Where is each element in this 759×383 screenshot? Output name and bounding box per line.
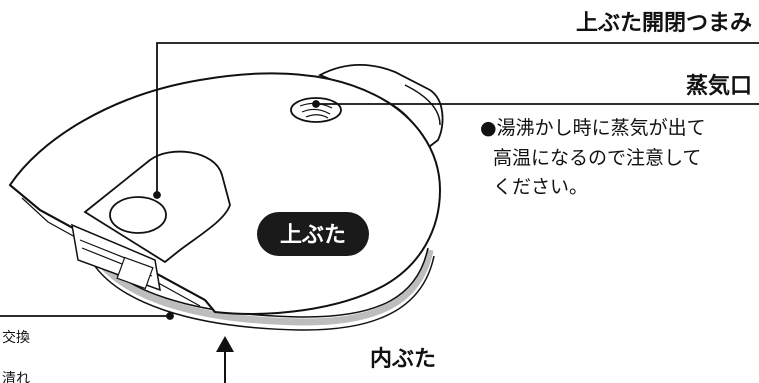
inner-lid-label: 内ぶた [370, 347, 436, 372]
lid-open-button-label: 上ぶた開閉つまみ [576, 11, 752, 36]
top-lid-label: 上ぶた [280, 223, 346, 248]
left-cut-label-2: 清れ [2, 371, 30, 383]
steam-note-line1: ●湯沸かし時に蒸気が出て [480, 117, 706, 139]
top-lid-badge: 上ぶた [257, 212, 369, 256]
left-cut-label-1: 交換 [2, 329, 30, 346]
lid-open-knob[interactable] [83, 150, 231, 264]
leader-lines [0, 42, 759, 320]
steam-note-line2: 高温になるので注意して [493, 147, 701, 169]
leader-lid-knob [156, 42, 759, 195]
inner-lid-arrow [216, 336, 234, 383]
steam-vent-label: 蒸気口 [686, 73, 752, 99]
steam-note-line3: ください。 [493, 176, 588, 198]
